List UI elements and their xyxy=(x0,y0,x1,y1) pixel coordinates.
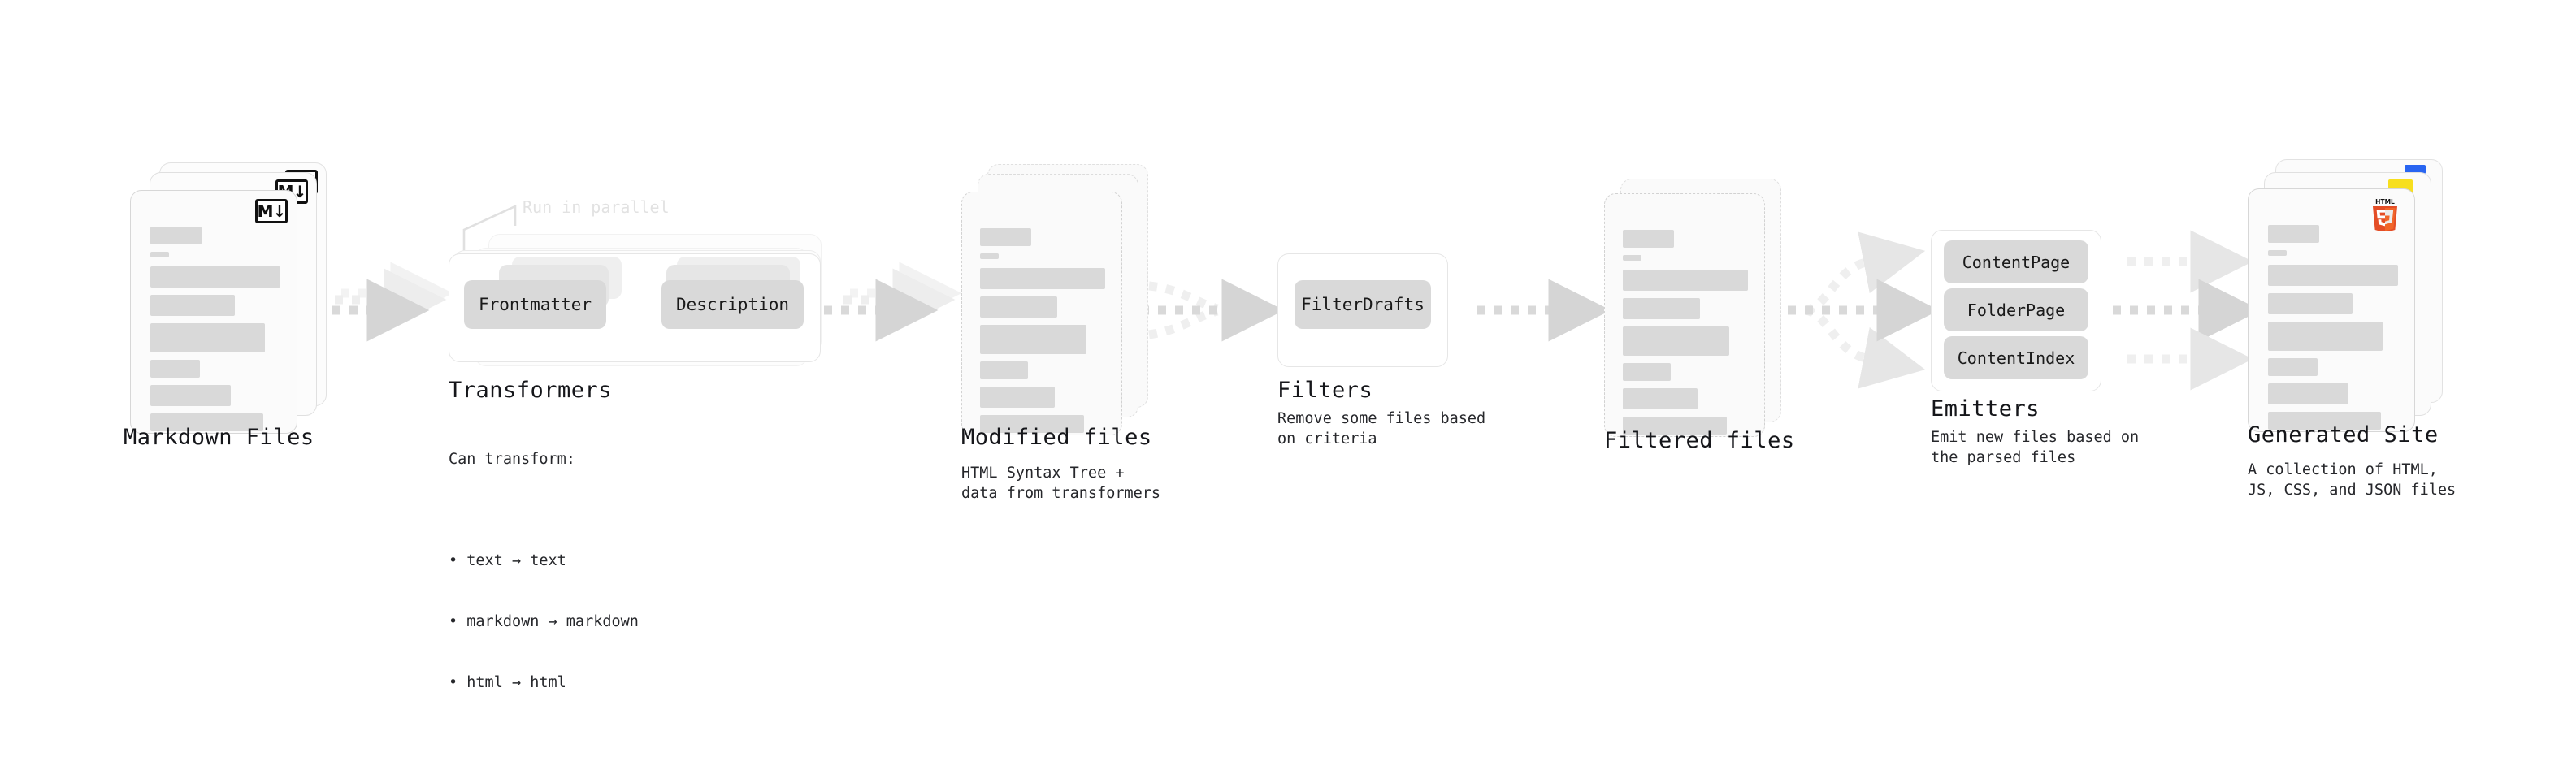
stage-desc-emitters: Emit new files based on the parsed files xyxy=(1931,429,2140,466)
transformer-node-frontmatter[interactable]: Frontmatter xyxy=(464,280,606,329)
markdown-skeleton xyxy=(150,227,280,439)
html5-badge: HTML xyxy=(2370,197,2400,233)
transformers-bullet: • text → text xyxy=(449,552,566,569)
stage-desc-generated-site: A collection of HTML, JS, CSS, and JSON … xyxy=(2248,461,2457,499)
stage-desc-transformers: Can transform: • text → text • markdown … xyxy=(449,409,639,774)
transformer-node-label: Frontmatter xyxy=(478,295,592,314)
emitter-node-label: FolderPage xyxy=(1967,300,2066,320)
filter-node-filterdrafts[interactable]: FilterDrafts xyxy=(1295,280,1431,329)
markdown-card-front: M↓ xyxy=(130,190,297,434)
stage-title-modified-files: Modified files xyxy=(961,425,1152,450)
stage-title-filtered-files: Filtered files xyxy=(1604,428,1795,453)
stage-title-emitters: Emitters xyxy=(1931,396,2040,422)
emitter-node-folderpage[interactable]: FolderPage xyxy=(1944,288,2088,331)
transformer-node-label: Description xyxy=(675,295,790,314)
run-in-parallel-label: Run in parallel xyxy=(523,197,670,217)
markdown-badge: M↓ xyxy=(255,199,288,223)
stage-title-transformers: Transformers xyxy=(449,378,613,403)
emitter-node-contentpage[interactable]: ContentPage xyxy=(1944,240,2088,283)
transformers-desc-lead: Can transform: xyxy=(449,451,575,468)
diagram-canvas: M↓ M↓ M↓ Markdown Files xyxy=(124,159,2457,691)
stage-title-generated-site: Generated Site xyxy=(2248,422,2439,448)
css-badge xyxy=(2405,165,2426,174)
transformers-bullets: • text → text • markdown → markdown • ht… xyxy=(449,510,639,733)
arrow-transformers-to-modified xyxy=(824,262,962,342)
stage-desc-modified-files: HTML Syntax Tree + data from transformer… xyxy=(961,465,1161,502)
transformers-bullet: • markdown → markdown xyxy=(449,613,639,630)
filter-node-label: FilterDrafts xyxy=(1301,295,1425,314)
transformers-bullet: • html → html xyxy=(449,674,566,691)
filtered-skeleton xyxy=(1623,230,1748,442)
stage-desc-filters: Remove some files based on criteria xyxy=(1277,410,1486,448)
filtered-card-front xyxy=(1604,193,1765,437)
emitter-node-label: ContentPage xyxy=(1962,252,2071,272)
generated-card-front: HTML xyxy=(2248,188,2415,432)
svg-text:HTML: HTML xyxy=(2375,198,2395,205)
arrow-emitters-to-site xyxy=(2113,230,2262,391)
stage-title-filters: Filters xyxy=(1277,378,1373,403)
arrow-modified-to-filters xyxy=(1141,279,1285,342)
transformer-node-description[interactable]: Description xyxy=(661,280,804,329)
modified-skeleton xyxy=(980,228,1105,440)
arrow-markdown-to-transformers xyxy=(315,262,453,342)
arrow-filtered-to-emitters xyxy=(1788,231,1940,389)
modified-card-front xyxy=(961,192,1122,435)
emitter-node-label: ContentIndex xyxy=(1957,348,2075,368)
stage-title-markdown-files: Markdown Files xyxy=(124,425,314,450)
emitter-node-contentindex[interactable]: ContentIndex xyxy=(1944,336,2088,379)
generated-skeleton xyxy=(2268,225,2398,437)
